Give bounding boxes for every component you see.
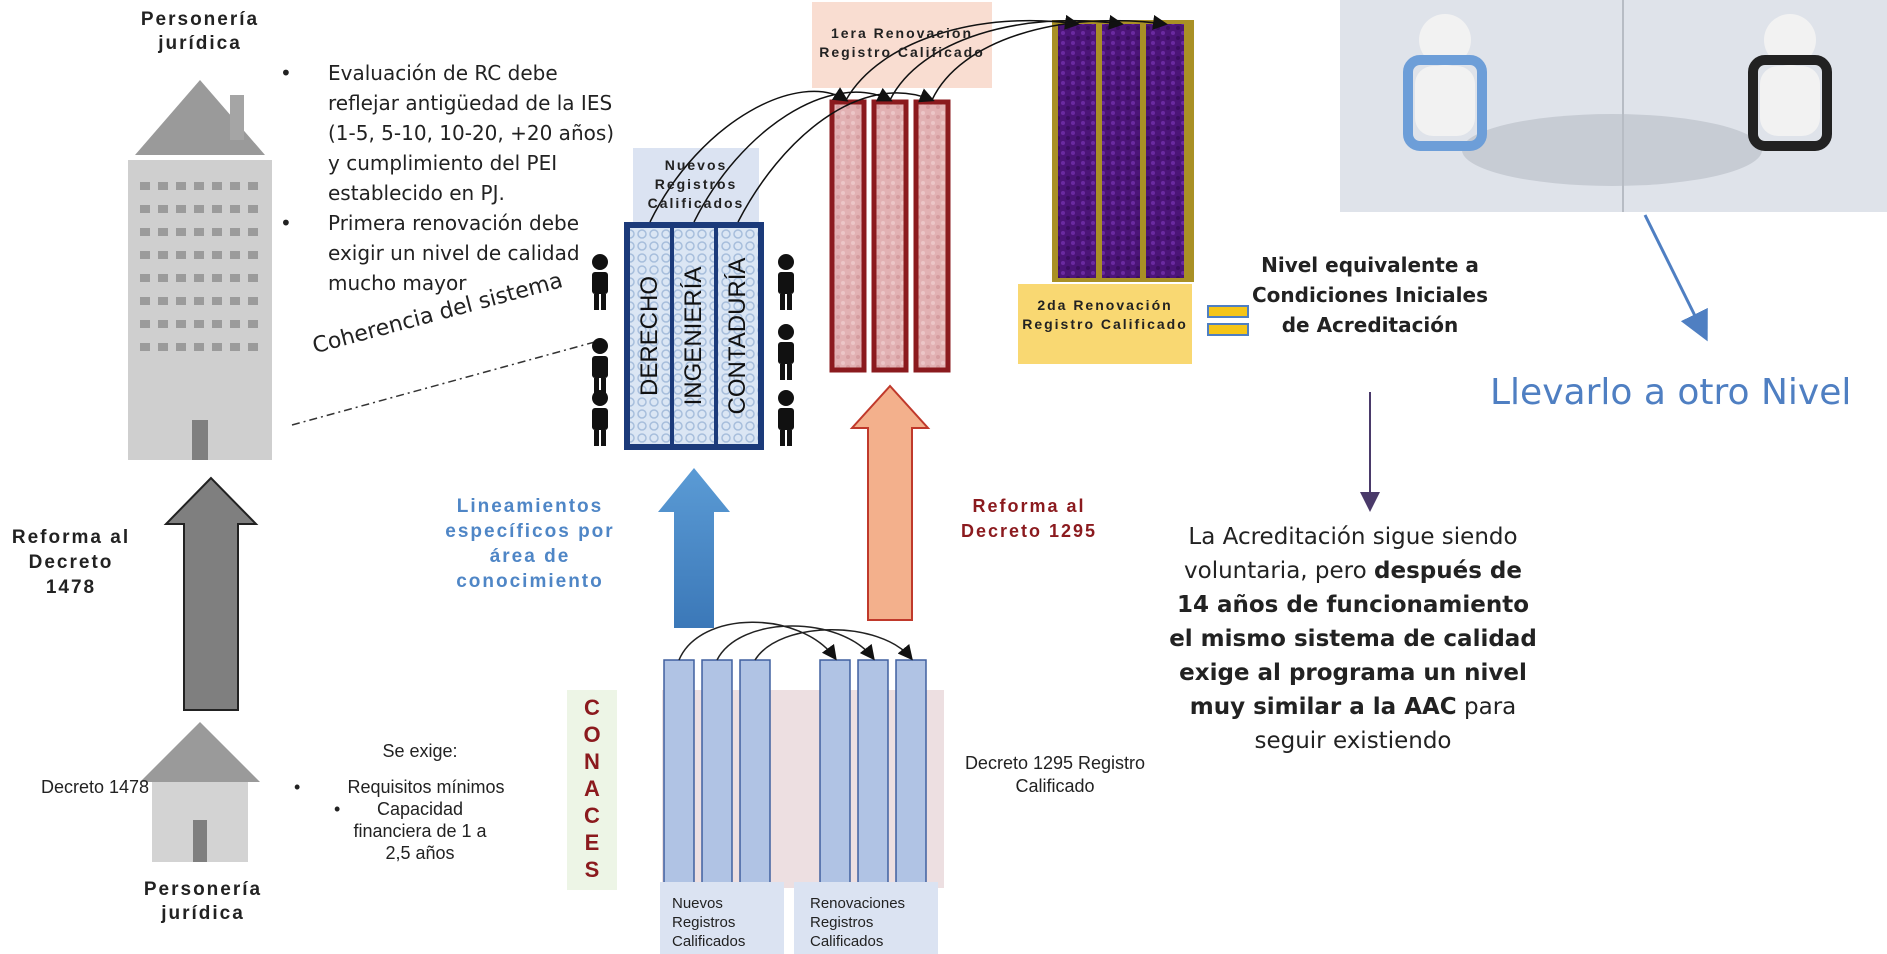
program-ingenieria: INGENIERÍA bbox=[680, 266, 707, 406]
nuevos-bottom-label: Nuevos Registros Calificados bbox=[672, 895, 746, 950]
llevarlo-label: Llevarlo a otro Nivel bbox=[1490, 372, 1852, 413]
se-exige-label: Se exige: bbox=[382, 741, 458, 761]
nuevos-top-label: Nuevos Registros Calificados bbox=[647, 157, 745, 211]
gray-up-arrow bbox=[163, 476, 259, 711]
req-item: •Requisitos mínimos bbox=[294, 777, 505, 797]
se-exige-block: Se exige: •Requisitos mínimos •Capacidad… bbox=[294, 740, 540, 864]
conaces-label: C O N A C E S bbox=[583, 695, 601, 882]
bullet-item: Evaluación de RC debe reflejar antigüeda… bbox=[280, 58, 630, 208]
building-icon bbox=[128, 80, 272, 460]
reforma-1295-label: Reforma al Decreto 1295 bbox=[960, 496, 1098, 541]
decreto-1478-label: Decreto 1478 bbox=[40, 777, 150, 797]
second-renovation-columns bbox=[1052, 20, 1194, 282]
program-contaduria: CONTADURÍA bbox=[724, 257, 751, 415]
program-derecho: DERECHO bbox=[636, 276, 663, 397]
decreto-1295-label: Decreto 1295 Registro Calificado bbox=[964, 753, 1146, 796]
nivel-equivalente-label: Nivel equivalente a Condiciones Iniciale… bbox=[1251, 253, 1488, 337]
blue-up-arrow bbox=[658, 468, 730, 628]
req-sub-item: •Capacidad financiera de 1 a 2,5 años bbox=[334, 799, 487, 863]
renovaciones-bottom-label: Renovaciones Registros Calificados bbox=[810, 895, 906, 950]
program-columns bbox=[624, 222, 764, 450]
equal-sign bbox=[1207, 305, 1249, 336]
segunda-renovacion-label: 2da Renovación Registro Calificado bbox=[1022, 297, 1188, 332]
acreditacion-paragraph: La Acreditación sigue siendo voluntaria,… bbox=[1169, 524, 1537, 754]
lineamientos-label: Lineamientos específicos por área de con… bbox=[445, 496, 615, 592]
curved-arrows-top bbox=[649, 14, 1168, 223]
bullet-item: Primera renovación debe exigir un nivel … bbox=[280, 208, 630, 298]
meeting-photo bbox=[1340, 0, 1887, 212]
house-icon bbox=[140, 722, 260, 862]
orange-up-arrow bbox=[849, 384, 931, 621]
curved-arrows-bottom bbox=[678, 621, 913, 661]
left-bullets: Evaluación de RC debe reflejar antigüeda… bbox=[280, 58, 630, 298]
reforma-1478-label: Reforma al Decreto 1478 bbox=[11, 527, 131, 598]
blue-diagonal-arrow bbox=[1643, 214, 1708, 342]
personeria-bottom-label: Personería jurídica bbox=[143, 879, 263, 924]
personeria-top-label: Personería jurídica bbox=[140, 9, 260, 54]
first-renovation-columns bbox=[829, 99, 951, 373]
primera-renovacion-label: 1era Renovación Registro Calificado bbox=[819, 25, 985, 60]
